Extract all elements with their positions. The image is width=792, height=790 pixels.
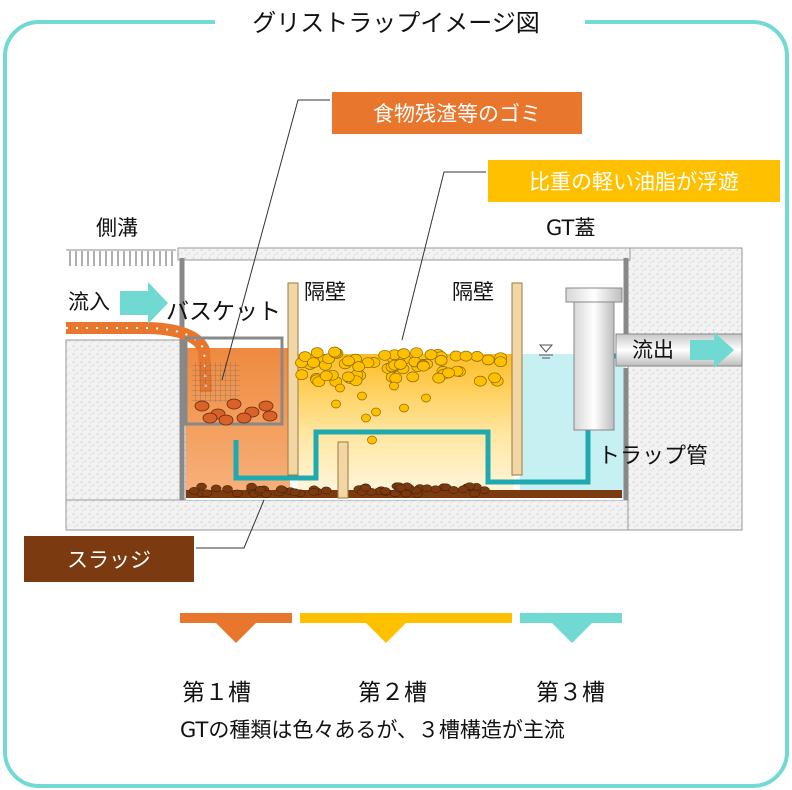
leader-oil xyxy=(401,171,486,341)
label-gutter: 側溝 xyxy=(96,216,138,240)
leader-food xyxy=(221,99,330,381)
tank2-marker xyxy=(300,613,512,643)
tank2-liquid xyxy=(298,354,514,498)
outflow-arrow xyxy=(690,332,734,368)
label-partition-2: 隔壁 xyxy=(452,280,494,304)
tank3-marker xyxy=(520,613,622,643)
label-gt-lid: GT蓋 xyxy=(546,216,596,240)
leader-sludge xyxy=(196,499,265,549)
partition-2 xyxy=(511,282,523,476)
water-level-mark xyxy=(538,344,554,359)
page-title: グリストラップイメージ図 xyxy=(252,9,540,37)
tank1-marker xyxy=(180,613,292,643)
partition-1 xyxy=(287,282,299,476)
callout-food-waste: 食物残渣等のゴミ xyxy=(332,92,582,134)
sludge-layer xyxy=(186,490,622,498)
trap-pipe-body xyxy=(573,297,615,431)
label-partition-1: 隔壁 xyxy=(304,280,346,304)
label-basket: バスケット xyxy=(166,299,281,325)
basket xyxy=(184,336,284,426)
tank1-label: 第１槽 xyxy=(182,680,251,706)
footnote: GTの種類は色々あるが、３槽構造が主流 xyxy=(180,718,565,742)
callout-oil: 比重の軽い油脂が浮遊 xyxy=(488,160,780,202)
inflow-arrow xyxy=(120,282,168,324)
basket-mesh xyxy=(192,362,240,402)
tank2-label: 第２槽 xyxy=(358,680,427,706)
callout-sludge: スラッジ xyxy=(24,536,194,582)
ground-right xyxy=(627,247,743,531)
trap-pipe-cap xyxy=(565,287,623,303)
label-trap-pipe: トラップ管 xyxy=(598,444,709,469)
label-inflow: 流入 xyxy=(68,290,110,314)
ground-left xyxy=(65,339,187,531)
partition-mid xyxy=(337,441,349,499)
gt-lid xyxy=(177,247,631,261)
label-outflow: 流出 xyxy=(632,338,674,362)
tank3-label: 第３槽 xyxy=(536,680,605,706)
